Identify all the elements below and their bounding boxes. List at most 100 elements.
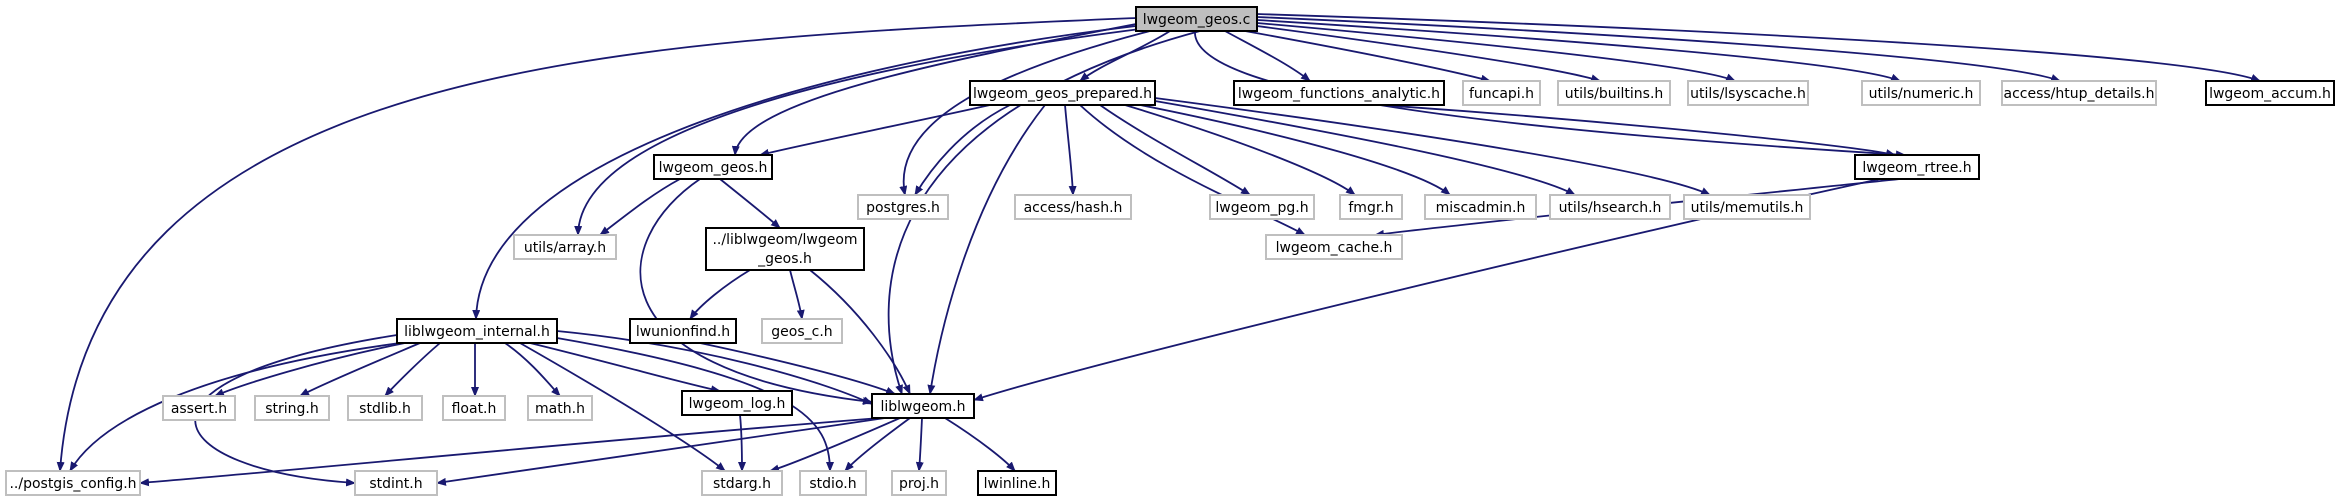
- node-box: [354, 470, 438, 496]
- node-label: lwgeom_cache.h: [1276, 240, 1393, 256]
- node-lwunionfind-h[interactable]: lwunionfind.h: [629, 318, 737, 344]
- node-postgres-h[interactable]: postgres.h: [857, 194, 949, 220]
- node-lwgeom-geos-h[interactable]: lwgeom_geos.h: [653, 154, 773, 180]
- node-stdarg-h[interactable]: stdarg.h: [701, 470, 783, 496]
- edge-lwgeom-geos-c-to-access-htup-details-h: [1256, 16, 2061, 82]
- node-box: [254, 395, 330, 421]
- node-math-h[interactable]: math.h: [527, 395, 593, 421]
- edge-liblwgeom-h-to-stdint-h: [436, 417, 886, 486]
- node-lwgeom-accum-h[interactable]: lwgeom_accum.h: [2205, 80, 2335, 106]
- node-box: [513, 234, 617, 260]
- node-lwgeom-rtree-h[interactable]: lwgeom_rtree.h: [1854, 154, 1980, 180]
- node-access-htup-details-h[interactable]: access/htup_details.h: [2001, 80, 2157, 106]
- node-label: utils/hsearch.h: [1559, 200, 1662, 216]
- node-funcapi-h[interactable]: funcapi.h: [1462, 80, 1541, 106]
- edge-liblwgeom-h-to-lwinline-h: [944, 417, 1016, 472]
- node-box: [871, 393, 975, 419]
- node-assert-h[interactable]: assert.h: [162, 395, 236, 421]
- node-label: math.h: [535, 401, 585, 417]
- node-stdlib-h[interactable]: stdlib.h: [347, 395, 423, 421]
- node-lwgeom-functions-analytic-h[interactable]: lwgeom_functions_analytic.h: [1233, 80, 1445, 106]
- edge-liblwgeom-internal-h-to-stdlib-h: [384, 342, 441, 397]
- node-stdint-h[interactable]: stdint.h: [354, 470, 438, 496]
- node-label: access/hash.h: [1024, 200, 1123, 216]
- node-box: [1014, 194, 1132, 220]
- node-geos-c-h[interactable]: geos_c.h: [761, 318, 843, 344]
- edge-lwgeom-log-h-to-stdarg-h: [737, 414, 746, 472]
- node-label: lwgeom_geos.h: [659, 160, 768, 176]
- edge-liblwgeom-lwgeom-geos-h-to-lwunionfind-h: [689, 269, 751, 320]
- node-string-h[interactable]: string.h: [254, 395, 330, 421]
- node-box: [347, 395, 423, 421]
- edge-liblwgeom-lwgeom-geos-h-to-geos-c-h: [789, 269, 805, 320]
- node-label: string.h: [265, 401, 319, 417]
- node-lwinline-h[interactable]: lwinline.h: [977, 470, 1057, 496]
- node-label: liblwgeom.h: [880, 399, 965, 415]
- node-box: [162, 395, 236, 421]
- node-box: [1557, 80, 1671, 106]
- node-box: [629, 318, 737, 344]
- node-box: [977, 470, 1057, 496]
- nodes-layer: lwgeom_geos.c ../postgis_config.h lwgeom_g…: [5, 6, 2335, 496]
- node-box: [1854, 154, 1980, 180]
- edge-liblwgeom-internal-h-to-liblwgeom-h: [556, 330, 873, 405]
- node-box: [799, 470, 867, 496]
- node-stdio-h[interactable]: stdio.h: [799, 470, 867, 496]
- node-label: stdint.h: [369, 476, 422, 492]
- edge-liblwgeom-h-to-stdio-h: [844, 417, 911, 472]
- edge-lwgeom-functions-analytic-h-to-lwgeom-rtree-h: [1379, 104, 1896, 157]
- node-lwgeom-cache-h[interactable]: lwgeom_cache.h: [1265, 234, 1403, 260]
- node-utils-memutils-h[interactable]: utils/memutils.h: [1683, 194, 1811, 220]
- node-label: stdio.h: [809, 476, 856, 492]
- node-box: [1462, 80, 1541, 106]
- edge-liblwgeom-internal-h-to-string-h: [299, 342, 421, 397]
- node-lwgeom-log-h[interactable]: lwgeom_log.h: [681, 390, 793, 416]
- node-label: proj.h: [899, 476, 939, 492]
- node-utils-lsyscache-h[interactable]: utils/lsyscache.h: [1687, 80, 1809, 106]
- edge-lwgeom-geos-prepared-h-to-utils-memutils-h: [1154, 97, 1711, 196]
- node-label: _geos.h: [757, 251, 812, 267]
- node-label: float.h: [452, 401, 497, 417]
- edge-liblwgeom-internal-h-to-stdarg-h: [519, 342, 726, 472]
- node-box: [396, 318, 558, 344]
- edge-lwgeom-geos-prepared-h-to-lwgeom-cache-h: [1079, 104, 1306, 236]
- edge-lwgeom-geos-prepared-h-to-lwgeom-pg-h: [1099, 104, 1251, 196]
- node-lwgeom-geos-c[interactable]: lwgeom_geos.c: [1135, 6, 1258, 32]
- node-lwgeom-pg-h[interactable]: lwgeom_pg.h: [1209, 194, 1315, 220]
- node-label: lwgeom_geos.c: [1143, 12, 1251, 28]
- node-fmgr-h[interactable]: fmgr.h: [1339, 194, 1403, 220]
- node-label: utils/memutils.h: [1691, 200, 1804, 216]
- node-box: [442, 395, 506, 421]
- node-liblwgeom-h[interactable]: liblwgeom.h: [871, 393, 975, 419]
- edge-lwgeom-geos-c-to-postgis-config-h: [56, 17, 1137, 472]
- node-box: [891, 470, 947, 496]
- node-label: miscadmin.h: [1436, 200, 1526, 216]
- node-utils-hsearch-h[interactable]: utils/hsearch.h: [1549, 194, 1671, 220]
- node-box: [527, 395, 593, 421]
- edge-lwgeom-geos-prepared-h-to-liblwgeom-h: [927, 104, 1046, 395]
- node-utils-numeric-h[interactable]: utils/numeric.h: [1861, 80, 1981, 106]
- node-utils-array-h[interactable]: utils/array.h: [513, 234, 617, 260]
- node-postgis-config-h[interactable]: ../postgis_config.h: [5, 470, 141, 496]
- node-lwgeom-geos-prepared-h[interactable]: lwgeom_geos_prepared.h: [969, 80, 1156, 106]
- node-label: lwgeom_log.h: [689, 396, 786, 412]
- node-float-h[interactable]: float.h: [442, 395, 506, 421]
- node-box: [705, 227, 865, 271]
- node-liblwgeom-lwgeom-geos-h[interactable]: ../liblwgeom/lwgeom _geos.h: [705, 227, 865, 271]
- node-proj-h[interactable]: proj.h: [891, 470, 947, 496]
- node-liblwgeom-internal-h[interactable]: liblwgeom_internal.h: [396, 318, 558, 344]
- node-access-hash-h[interactable]: access/hash.h: [1014, 194, 1132, 220]
- node-label: access/htup_details.h: [2004, 86, 2155, 102]
- edge-liblwgeom-h-to-postgis-config-h: [139, 417, 881, 487]
- node-label: funcapi.h: [1469, 86, 1534, 102]
- edge-liblwgeom-internal-h-to-lwgeom-log-h: [529, 342, 721, 394]
- node-box: [1687, 80, 1809, 106]
- node-label: utils/numeric.h: [1869, 86, 1974, 102]
- node-label: lwgeom_accum.h: [2209, 86, 2331, 102]
- node-label: lwgeom_functions_analytic.h: [1238, 86, 1440, 102]
- node-utils-builtins-h[interactable]: utils/builtins.h: [1557, 80, 1671, 106]
- node-label: lwinline.h: [984, 476, 1051, 492]
- node-label: ../liblwgeom/lwgeom: [712, 232, 857, 248]
- node-miscadmin-h[interactable]: miscadmin.h: [1424, 194, 1537, 220]
